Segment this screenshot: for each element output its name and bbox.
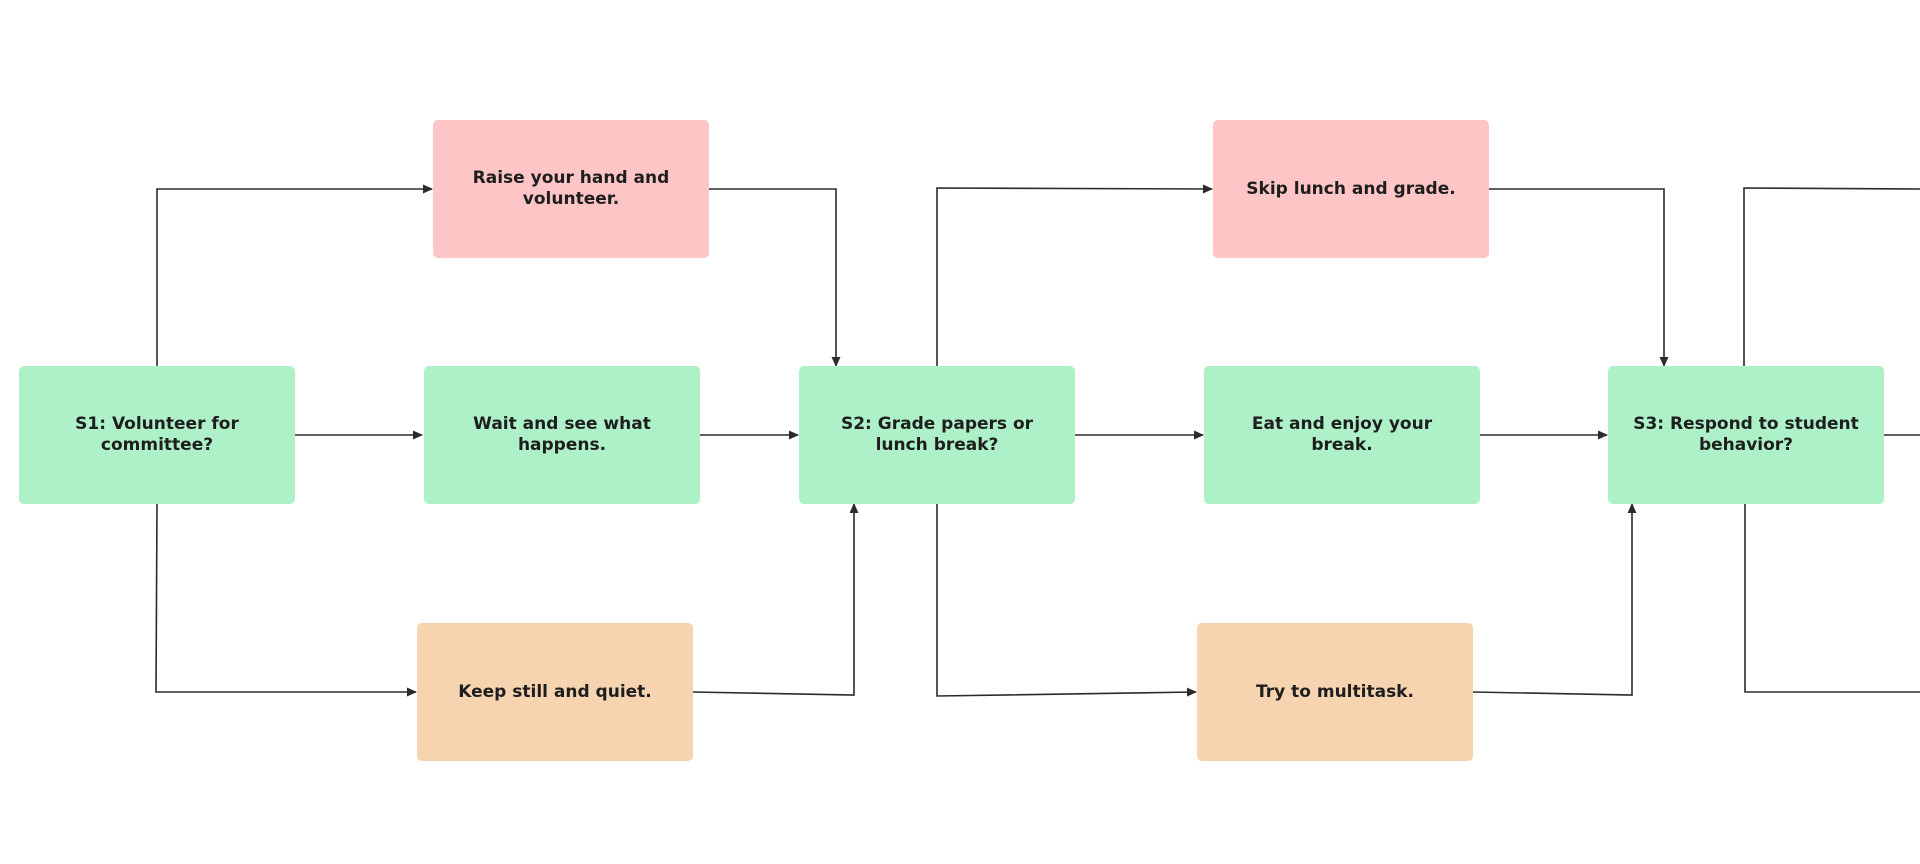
wait-option-node[interactable]: Wait and see what happens. (424, 366, 700, 504)
connector-raise-hand-to-s2 (709, 188, 841, 367)
connector-multitask-to-s3 (1471, 503, 1637, 696)
connector-skip-lunch-to-s3 (1488, 188, 1669, 367)
connector-s2-to-multitask (936, 504, 1197, 697)
skip-lunch-option-label: Skip lunch and grade. (1246, 178, 1456, 199)
s1-decision-node[interactable]: S1: Volunteer for committee? (19, 366, 295, 504)
connector-s3-up-offscreen (1743, 187, 1920, 366)
raise-hand-option-label: Raise your hand and volunteer. (472, 168, 670, 209)
eat-break-option-node[interactable]: Eat and enjoy your break. (1204, 366, 1480, 504)
s1-decision-label: S1: Volunteer for committee? (75, 414, 239, 455)
multitask-option-label: Try to multitask. (1256, 681, 1414, 702)
keep-still-option-node[interactable]: Keep still and quiet. (417, 623, 693, 761)
raise-hand-option-node[interactable]: Raise your hand and volunteer. (433, 120, 709, 258)
s3-decision-node[interactable]: S3: Respond to student behavior? (1608, 366, 1884, 504)
s3-decision-label: S3: Respond to student behavior? (1633, 414, 1859, 455)
connector-s1-to-raise-hand (156, 184, 433, 366)
keep-still-option-label: Keep still and quiet. (458, 681, 652, 702)
connector-s1-to-keep-still (155, 503, 417, 697)
connector-keep-still-to-s2 (692, 503, 859, 696)
connector-s2-to-skip-lunch (936, 184, 1213, 366)
multitask-option-node[interactable]: Try to multitask. (1197, 623, 1473, 761)
s2-decision-node[interactable]: S2: Grade papers or lunch break? (799, 366, 1075, 504)
skip-lunch-option-node[interactable]: Skip lunch and grade. (1213, 120, 1489, 258)
connector-s3-down-offscreen (1744, 504, 1920, 693)
eat-break-option-label: Eat and enjoy your break. (1251, 414, 1433, 455)
wait-option-label: Wait and see what happens. (473, 414, 651, 455)
s2-decision-label: S2: Grade papers or lunch break? (840, 414, 1034, 455)
